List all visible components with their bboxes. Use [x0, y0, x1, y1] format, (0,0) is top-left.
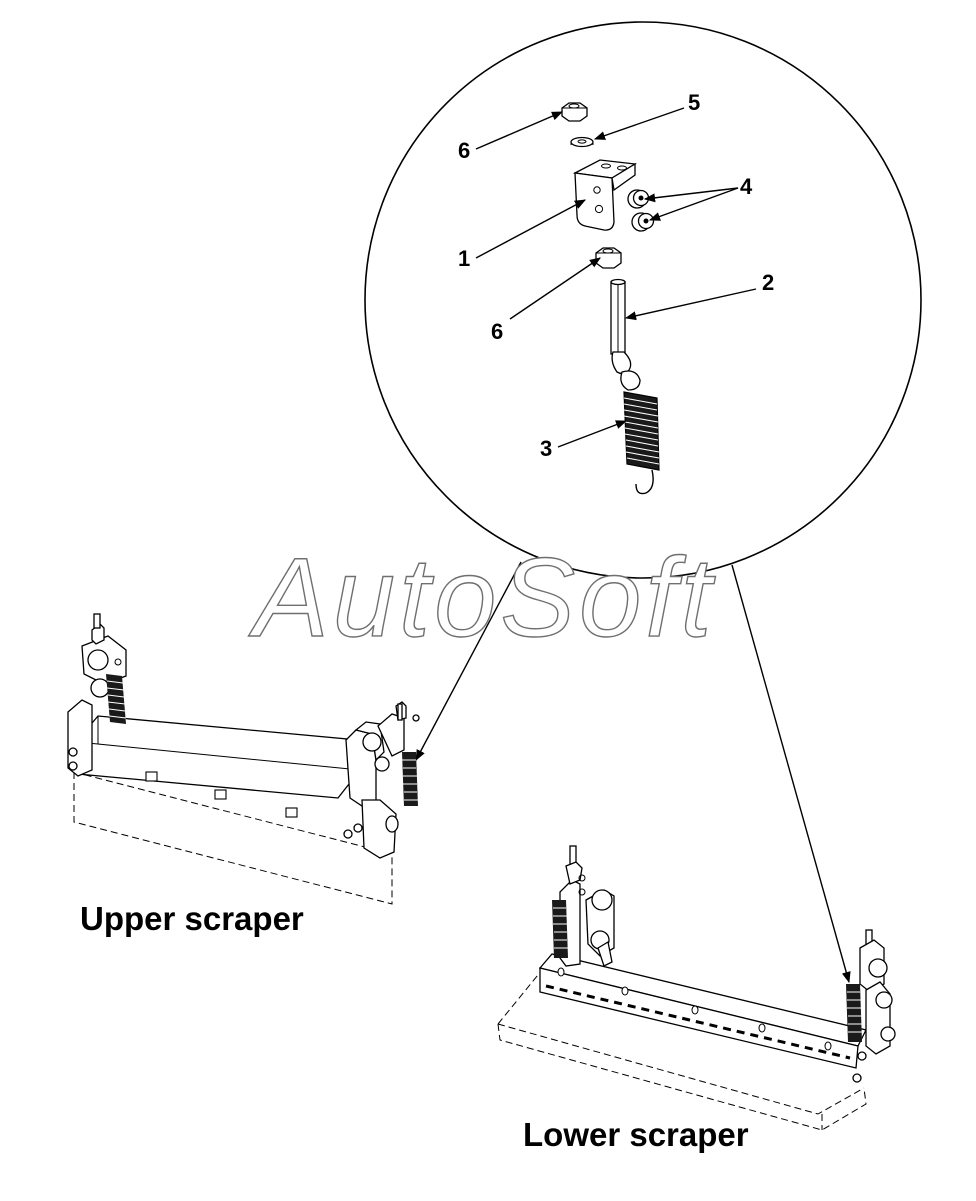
callout-6-bottom: 6: [491, 319, 503, 344]
arrow-to-upper-scraper: [415, 561, 522, 761]
washer-icon: [570, 136, 594, 148]
arrow-to-lower-scraper: [731, 564, 851, 984]
callout-5: 5: [688, 90, 700, 115]
callout-4: 4: [740, 174, 753, 199]
lower-scraper-drawing: [497, 845, 896, 1131]
caption-lower-scraper: Lower scraper: [523, 1116, 749, 1153]
hex-nut-top-icon: [561, 102, 588, 122]
upper-scraper-drawing: [67, 613, 420, 905]
rod-icon: [610, 278, 632, 375]
spring-icon: [620, 370, 660, 495]
leader-lines: [475, 107, 757, 448]
watermark: AutoSoft: [248, 535, 716, 660]
bracket-icon: [572, 159, 637, 231]
roller-bottom-icon: [631, 212, 655, 232]
caption-upper-scraper: Upper scraper: [80, 900, 304, 937]
callout-6-top: 6: [458, 138, 470, 163]
detail-circle: [364, 21, 922, 579]
callout-1: 1: [458, 246, 470, 271]
callout-2: 2: [762, 270, 774, 295]
callout-3: 3: [540, 436, 552, 461]
